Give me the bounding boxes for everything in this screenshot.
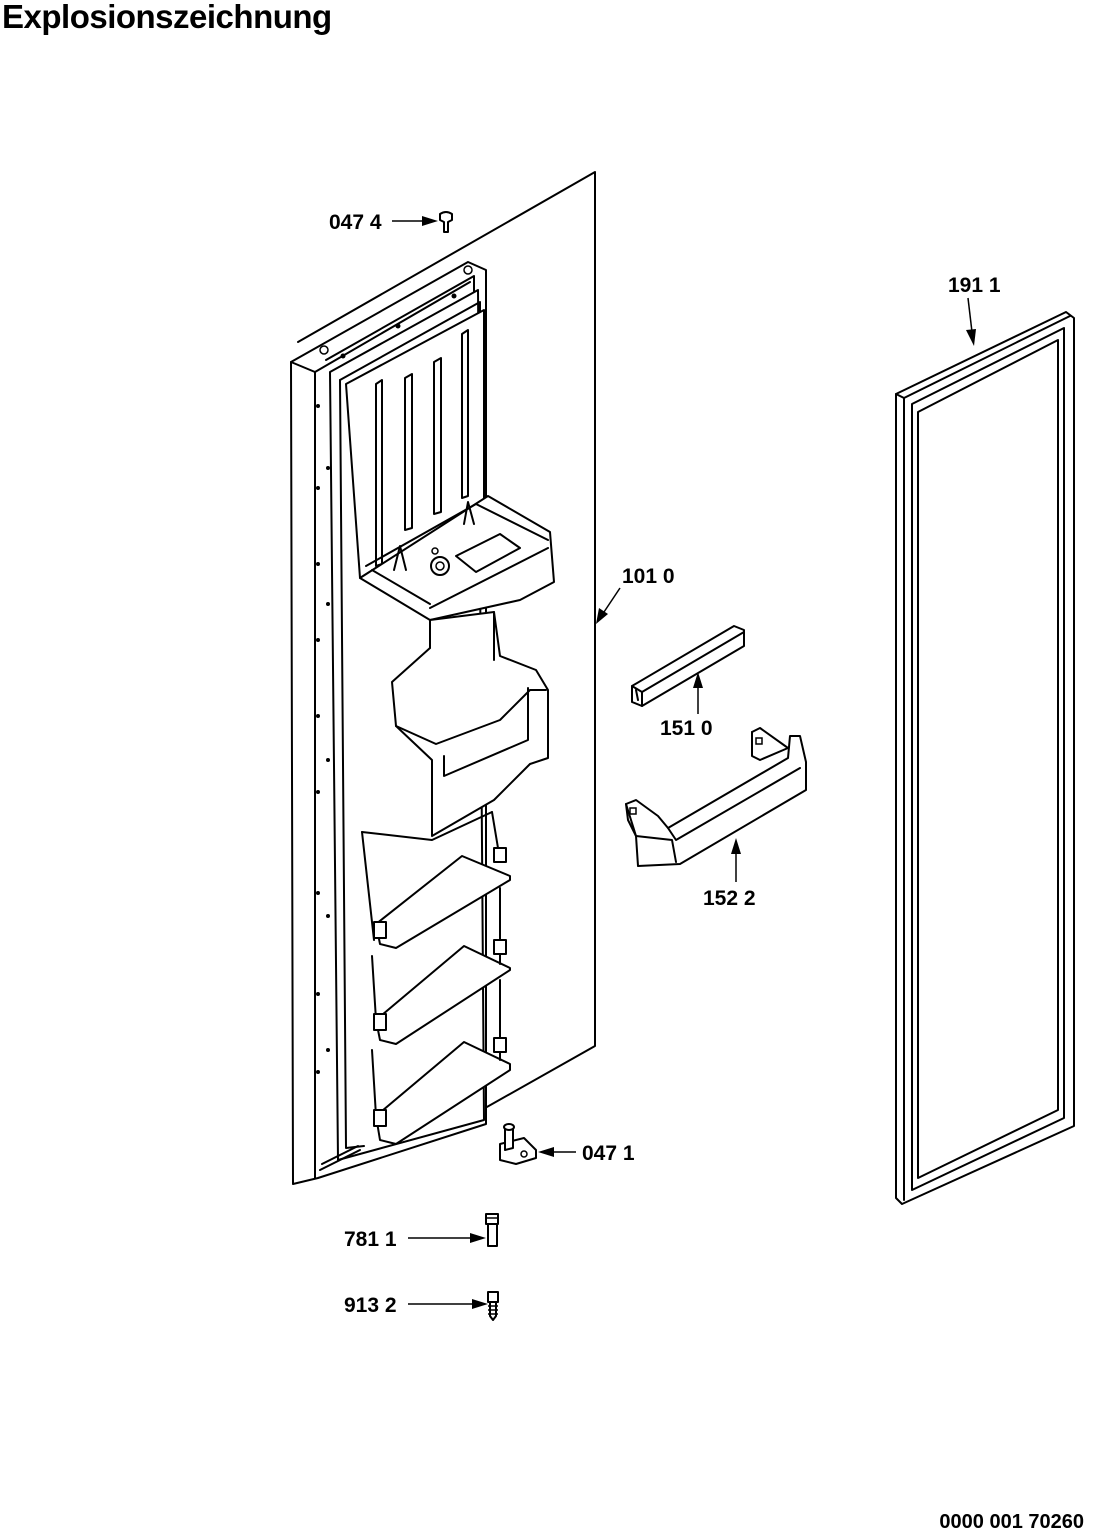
- part-labels: 047 4 191 1 101 0 151 0 152 2 047 1 781 …: [329, 211, 1001, 1317]
- label-door-shelf: 152 2: [703, 887, 756, 910]
- frame-screw-dots: [316, 265, 473, 1074]
- door-assembly: [290, 171, 596, 1185]
- label-gasket: 191 1: [948, 274, 1001, 297]
- door-gasket: [895, 311, 1075, 1205]
- leader-lines: [392, 216, 976, 1309]
- screw-part: [487, 1291, 499, 1321]
- label-door: 101 0: [622, 565, 675, 588]
- document-number: 0000 001 70260: [939, 1511, 1084, 1533]
- label-shelf-rail: 151 0: [660, 717, 713, 740]
- top-pin-part: [439, 211, 453, 233]
- label-screw: 913 2: [344, 1294, 397, 1317]
- bottom-hinge-part: [499, 1123, 537, 1165]
- bin-clips: [373, 847, 507, 1127]
- label-bottom-hinge: 047 1: [582, 1142, 635, 1165]
- page-title: Explosionszeichnung: [2, 0, 332, 35]
- label-bushing: 781 1: [344, 1228, 397, 1251]
- door-shelf-part: [625, 727, 807, 867]
- label-top-pin: 047 4: [329, 211, 382, 234]
- bushing-part: [485, 1213, 499, 1247]
- shelf-rail-part: [631, 625, 745, 707]
